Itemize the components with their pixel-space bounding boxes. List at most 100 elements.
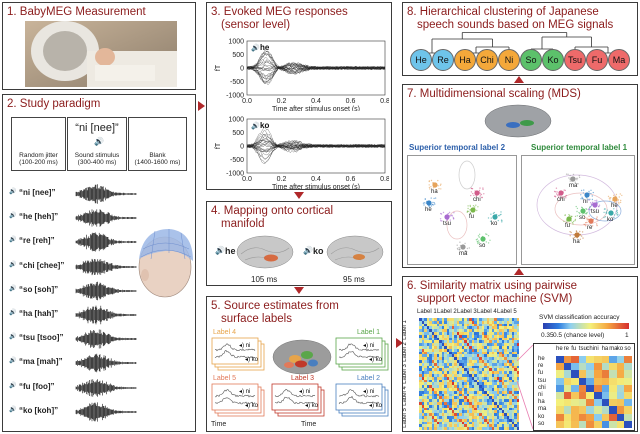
syllable-col-label: ni xyxy=(594,346,599,352)
panel-subtitle: speech sounds based on MEG signals xyxy=(417,19,614,31)
svg-text:ko: ko xyxy=(260,121,269,130)
svg-text:0.8: 0.8 xyxy=(380,176,389,183)
cluster-leaf: Tsu xyxy=(564,49,586,71)
arrow-3-to-4 xyxy=(294,192,304,199)
speaker-icon: 🔊 xyxy=(9,406,17,413)
stimulus-label: “ko [koh]” xyxy=(19,405,59,415)
panel-mds: 7. Multidimensional scaling (MDS) Superi… xyxy=(402,84,638,268)
sound-text: Sound stimulus (300-400 ms) xyxy=(74,152,120,166)
syllable-col-label: ko xyxy=(616,346,624,352)
svg-text:chi: chi xyxy=(557,197,565,203)
svg-text:Time after stimulus onset (s): Time after stimulus onset (s) xyxy=(272,106,360,111)
panel-babymeg-measurement: 1. BabyMEG Measurement xyxy=(2,2,196,90)
svg-text:so: so xyxy=(579,215,586,221)
stimulus-row: 🔊“ha [hah]” xyxy=(9,304,139,326)
syllable-col-label: he xyxy=(556,346,563,352)
svg-text:-500: -500 xyxy=(230,157,244,164)
panel-title: 5. Source estimates from xyxy=(211,300,339,312)
svg-text:0.0: 0.0 xyxy=(242,176,252,183)
svg-text:1000: 1000 xyxy=(228,117,244,124)
svg-text:he: he xyxy=(260,43,270,52)
stimulus-row: 🔊“he [heh]” xyxy=(9,207,139,229)
svg-text:🔊: 🔊 xyxy=(251,43,260,52)
jitter-text: Random jitter (100-200 ms) xyxy=(19,152,58,166)
svg-text:tsu: tsu xyxy=(443,221,451,227)
stimulus-waveform xyxy=(75,402,137,422)
svg-text:fu: fu xyxy=(565,223,570,229)
speaker-icon: 🔊 xyxy=(9,334,17,341)
brain-label-he: he xyxy=(225,246,236,256)
stimulus-waveform xyxy=(75,329,137,349)
svg-text:0.2: 0.2 xyxy=(277,98,287,105)
stimulus-label: “he [heh]” xyxy=(19,212,59,222)
svg-text:ma: ma xyxy=(569,183,578,189)
cluster-leaf: Ma xyxy=(608,49,630,71)
similarity-matrix-large xyxy=(419,318,520,431)
brain-with-labels xyxy=(272,339,332,375)
colorbar-title: SVM classification accuracy xyxy=(539,314,620,321)
colorbar-tick: 1 xyxy=(625,332,629,339)
stimulus-label: “fu [foo]” xyxy=(19,381,55,391)
speaker-icon: 🔊 xyxy=(9,285,17,292)
colorbar-tick: 0.35 xyxy=(541,332,554,339)
arrow-4-to-5 xyxy=(294,287,304,294)
panel-hierarchical-clustering: 8. Hierarchical clustering of Japanese s… xyxy=(402,2,638,76)
source-timecourse-stack: ◂) ni◂) ko xyxy=(335,337,389,371)
stimulus-waveform xyxy=(75,184,137,204)
syllable-row-label: so xyxy=(538,420,545,427)
panel-cortical-mapping: 4. Mapping onto cortical manifold 🔊 he 1… xyxy=(206,201,392,286)
syllable-row-label: fu xyxy=(538,370,544,377)
syllable-col-label: tsu xyxy=(578,346,587,352)
svg-text:he: he xyxy=(611,203,618,209)
syllable-row-label: ni xyxy=(538,392,543,398)
source-label-name: Label 2 xyxy=(357,375,380,382)
arrow-2-to-3 xyxy=(198,101,205,111)
blank-text: Blank (1400-1600 ms) xyxy=(134,152,181,166)
matrix-col-label: Label 4 xyxy=(477,309,497,315)
svg-text:0.2: 0.2 xyxy=(277,176,287,183)
source-label-name: Label 5 xyxy=(213,375,236,382)
svg-text:◂) ni: ◂) ni xyxy=(299,389,310,395)
stimulus-row: 🔊“ko [koh]” xyxy=(9,401,139,423)
panel-subtitle: surface labels xyxy=(221,313,292,325)
svg-text:0: 0 xyxy=(240,144,244,151)
syllable-row-label: re xyxy=(538,363,544,370)
paradigm-box-blank: Blank (1400-1600 ms) xyxy=(128,117,187,171)
speaker-icon: 🔊 xyxy=(9,237,17,244)
mds-right-title: Superior temporal label 1 xyxy=(531,143,628,152)
time-label-he: 105 ms xyxy=(251,275,278,284)
svg-text:ni: ni xyxy=(583,199,588,205)
svg-text:500: 500 xyxy=(232,130,244,137)
syllable-col-label: chi xyxy=(586,346,595,352)
stimulus-row: 🔊“so [soh]” xyxy=(9,280,139,302)
panel-title: 2. Study paradigm xyxy=(7,98,101,110)
paradigm-box-jitter: Random jitter (100-200 ms) xyxy=(11,117,66,171)
panel-title: 4. Mapping onto cortical xyxy=(211,205,334,217)
stimulus-waveform xyxy=(75,232,137,252)
matrix-col-label: Label 2 xyxy=(437,309,457,315)
matrix-col-label: Label 3 xyxy=(457,309,477,315)
speaker-icon: 🔊 xyxy=(94,137,104,146)
stimulus-list: 🔊“ni [nee]”🔊“he [heh]”🔊“re [reh]”🔊“chi [… xyxy=(9,183,139,429)
stimulus-row: 🔊“ma [mah]” xyxy=(9,352,139,374)
svg-text:0.6: 0.6 xyxy=(346,176,356,183)
stimulus-label: “tsu [tsoo]” xyxy=(19,333,64,343)
svg-text:◂) ni: ◂) ni xyxy=(363,343,374,349)
svg-text:tsu: tsu xyxy=(591,209,599,215)
matrix-col-label: Label 5 xyxy=(497,309,517,315)
cluster-leaf: Re xyxy=(432,49,454,71)
speaker-icon: 🔊 xyxy=(9,261,17,268)
panel-similarity-matrix: 6. Similarity matrix using pairwise supp… xyxy=(402,276,638,432)
stimulus-label: “re [reh]” xyxy=(19,236,55,246)
svg-text:ha: ha xyxy=(431,189,438,195)
source-timecourse-stack: ◂) ni◂) ko xyxy=(335,383,389,417)
panel-subtitle: support vector machine (SVM) xyxy=(417,293,573,305)
cortex-he xyxy=(236,235,294,269)
syllable-col-label: fu xyxy=(571,346,577,352)
syllable-row-label: ha xyxy=(538,399,545,406)
cluster-leaf: Chi xyxy=(476,49,498,71)
brain-label-ko: ko xyxy=(313,246,324,256)
